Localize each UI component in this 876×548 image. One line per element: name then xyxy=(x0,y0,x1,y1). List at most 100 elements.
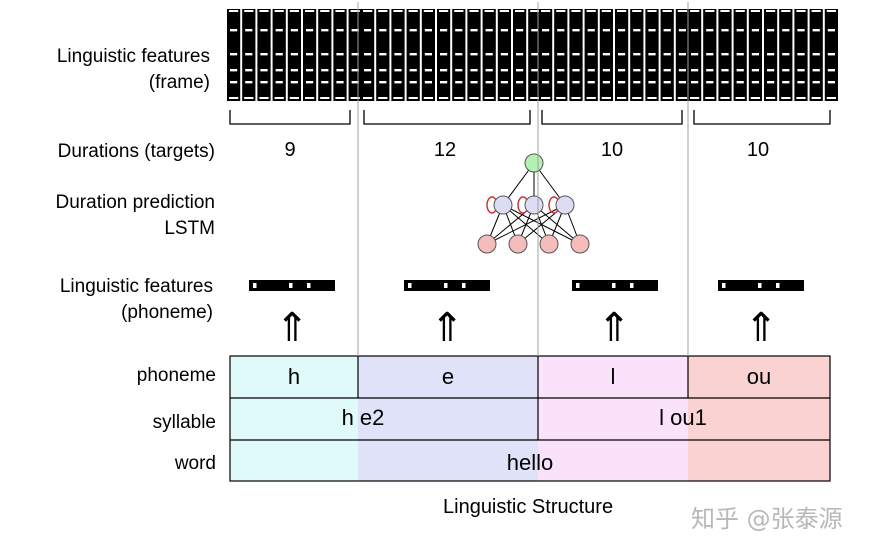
frame-bar-top xyxy=(289,10,299,12)
frame-bar-dash xyxy=(394,29,402,32)
frame-bar-dash xyxy=(827,81,835,84)
frame-bar-dash xyxy=(736,69,744,72)
frame-bar-dash xyxy=(321,69,329,72)
phoneme-feature-dash xyxy=(758,283,762,288)
frame-bar-bottom xyxy=(811,97,821,99)
syllable-lou1: l ou1 xyxy=(659,405,707,430)
frame-bar-bottom xyxy=(335,97,345,99)
frame-bar-dash xyxy=(230,53,238,56)
frame-bar-bottom xyxy=(571,97,581,99)
frame-bar-dash xyxy=(633,53,641,56)
phoneme-feature-dash xyxy=(576,283,580,288)
frame-bar-dash xyxy=(751,69,759,72)
duration-l: 10 xyxy=(600,139,624,161)
frame-bar-bottom xyxy=(515,97,525,99)
frame-bar-top xyxy=(705,10,715,12)
frame-bar-dash xyxy=(557,29,565,32)
frame-bar-top xyxy=(408,10,418,12)
frame-bar-dash xyxy=(516,53,524,56)
frame-bar-top xyxy=(515,10,525,12)
frame-bar-dash xyxy=(230,81,238,84)
frame-bar-dash xyxy=(736,53,744,56)
frame-bar-dash xyxy=(736,29,744,32)
frame-bar-dash xyxy=(648,29,656,32)
frame-bar-dash xyxy=(663,29,671,32)
duration-bracket xyxy=(229,110,351,125)
watermark: 知乎 @张泰源 xyxy=(691,505,843,533)
frame-bar-dash xyxy=(306,29,314,32)
phoneme-feature-dash xyxy=(722,283,726,288)
frame-bar-bottom xyxy=(781,97,791,99)
frame-bar-dash xyxy=(470,53,478,56)
label-duration-pred: Duration prediction LSTM xyxy=(56,190,215,242)
frame-bar-dash xyxy=(721,53,729,56)
frame-bar-dash xyxy=(706,29,714,32)
frame-bar-dash xyxy=(455,69,463,72)
frame-bar-dash xyxy=(812,69,820,72)
frame-bar-top xyxy=(229,10,239,12)
frame-bar-dash xyxy=(767,69,775,72)
phoneme-feature-dash xyxy=(253,283,257,288)
frame-bar-bottom xyxy=(229,97,239,99)
frame-bar-dash xyxy=(351,53,359,56)
frame-bar-dash xyxy=(230,69,238,72)
linguistic-structure-table xyxy=(229,355,831,482)
label-syllable: syllable xyxy=(152,412,216,433)
frame-bar-top xyxy=(499,10,509,12)
duration-e: 12 xyxy=(433,139,457,161)
frame-bar-dash xyxy=(557,53,565,56)
frame-bar-dash xyxy=(290,81,298,84)
phoneme-feature-dash xyxy=(408,283,412,288)
label-ling-phoneme-line1: Linguistic features xyxy=(59,276,213,297)
table-border xyxy=(229,355,831,482)
frame-bar-dash xyxy=(351,29,359,32)
frame-bar-dash xyxy=(394,53,402,56)
frame-bar-dash xyxy=(827,69,835,72)
frame-bar-dash xyxy=(618,53,626,56)
frame-bar-dash xyxy=(531,29,539,32)
frame-bar-bottom xyxy=(735,97,745,99)
frame-bar-dash xyxy=(440,29,448,32)
phoneme-feature-bars xyxy=(249,280,804,291)
frame-bar-dash xyxy=(336,81,344,84)
frame-bar-dash xyxy=(812,53,820,56)
nn-hidden-node xyxy=(524,195,544,215)
frame-bar-dash xyxy=(663,53,671,56)
frame-bar-dash xyxy=(542,53,550,56)
frame-bar-top xyxy=(423,10,433,12)
phoneme-feature-dash xyxy=(776,283,780,288)
frame-bar-bottom xyxy=(662,97,672,99)
phoneme-boundary-lines xyxy=(357,2,689,356)
frame-bar-dash xyxy=(470,81,478,84)
frame-bar-dash xyxy=(364,29,372,32)
frame-bar-top xyxy=(378,10,388,12)
frame-bar-dash xyxy=(812,81,820,84)
frame-bar-dash xyxy=(306,69,314,72)
phoneme-column-fill xyxy=(358,356,538,481)
frame-bar-dash xyxy=(782,53,790,56)
frame-bar-top xyxy=(454,10,464,12)
frame-bar-bottom xyxy=(617,97,627,99)
frame-bar-dash xyxy=(394,69,402,72)
frame-bar-dash xyxy=(602,81,610,84)
frame-bar-dash xyxy=(782,81,790,84)
frame-bar-dash xyxy=(602,69,610,72)
frame-bar-dash xyxy=(500,29,508,32)
caption: Linguistic Structure xyxy=(443,496,614,518)
up-arrow-icon: ⇑ xyxy=(275,306,309,350)
frame-bar-dash xyxy=(618,29,626,32)
up-arrow-icon: ⇑ xyxy=(597,306,631,350)
frame-bar-dash xyxy=(721,29,729,32)
frame-bar-dash xyxy=(797,81,805,84)
frame-feature-bars xyxy=(227,9,838,101)
frame-bar-dash xyxy=(424,53,432,56)
frame-bar-top xyxy=(393,10,403,12)
frame-bar-bottom xyxy=(530,97,540,99)
frame-bar-dash xyxy=(351,81,359,84)
frame-bar-dash xyxy=(602,53,610,56)
label-ling-frame-line1: Linguistic features xyxy=(56,46,210,67)
up-arrow-icon: ⇑ xyxy=(744,306,778,350)
label-ling-phoneme-line2: (phoneme) xyxy=(121,302,213,323)
frame-bar-dash xyxy=(587,29,595,32)
duration-bracket xyxy=(363,110,531,125)
